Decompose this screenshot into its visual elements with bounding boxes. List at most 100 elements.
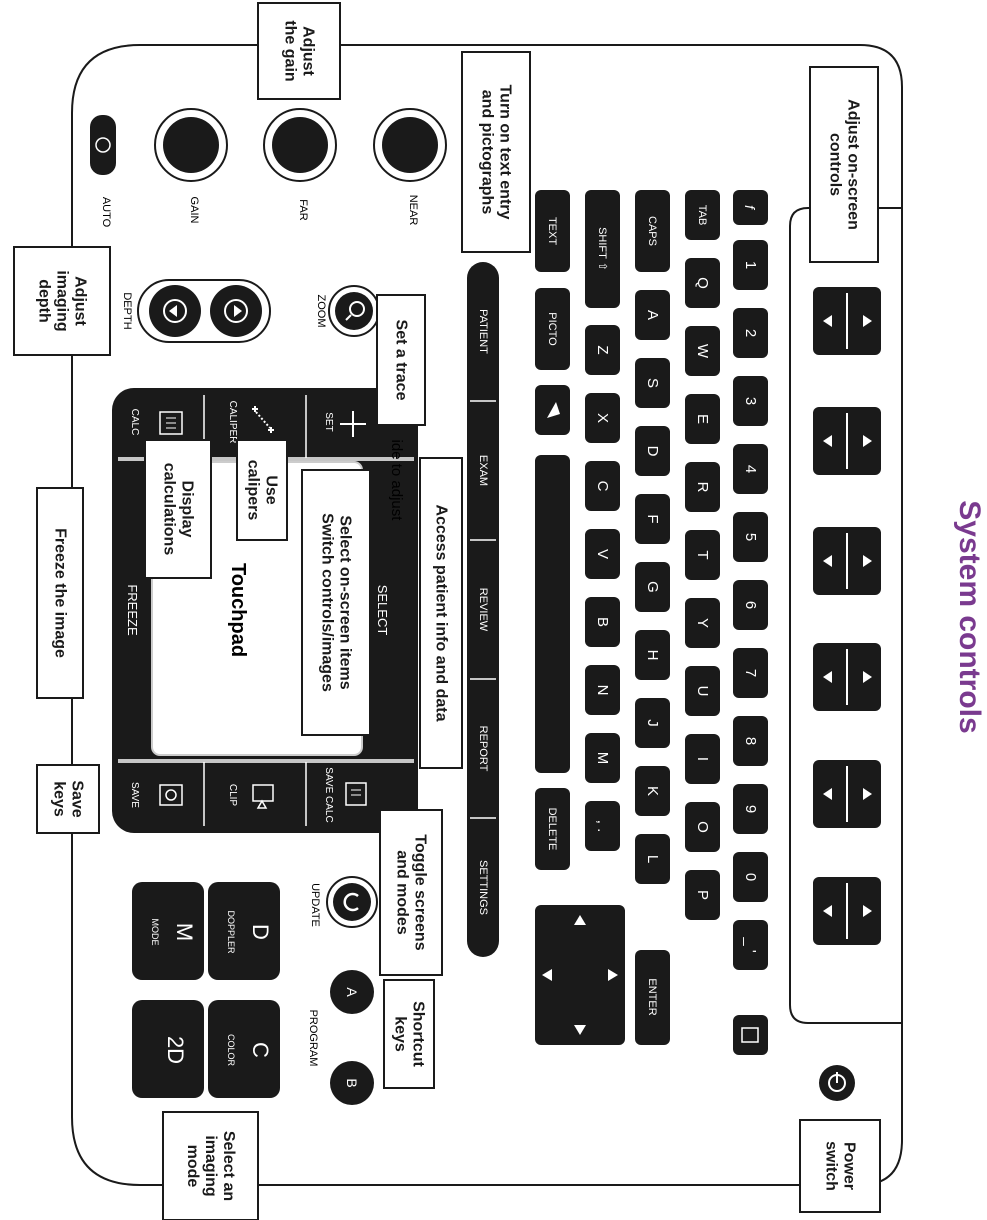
save-button[interactable] [159,784,183,806]
letter-key-4[interactable]: T [685,530,720,580]
save-calc-button[interactable] [345,782,367,806]
letter-key-3[interactable]: R [685,462,720,512]
number-key-10[interactable]: _ ' [733,920,768,970]
pointer-key[interactable] [535,385,570,435]
backspace-key[interactable] [733,1015,768,1055]
letter-key-7[interactable]: , . [585,801,620,851]
callout-line: keys [392,1016,409,1052]
letter-key-3[interactable]: V [585,529,620,579]
number-key-2[interactable]: 3 [733,376,768,426]
letter-key-0[interactable]: Q [685,258,720,308]
callout-line: imaging [202,1135,219,1196]
number-key-9[interactable]: 0 [733,852,768,902]
letter-key-4[interactable]: B [585,597,620,647]
letter-key-2[interactable]: E [685,394,720,444]
onscreen-arrow-pair-3[interactable] [813,527,881,595]
update-button[interactable] [326,876,378,928]
callout-text-entry: Turn on text entry and pictographsTurn o… [461,51,531,253]
letter-key-6[interactable]: J [635,698,670,748]
power-button[interactable] [819,1065,855,1101]
callout-line: Save [69,780,86,817]
number-key-1[interactable]: 2 [733,308,768,358]
clip-button[interactable] [252,784,274,809]
onscreen-arrow-pair-2[interactable] [813,407,881,475]
color-key-letter: C [248,1042,273,1058]
letter-key-6[interactable]: U [685,666,720,716]
onscreen-arrow-pair-5[interactable] [813,760,881,828]
onscreen-arrow-pair-1[interactable] [813,287,881,355]
letter-key-4[interactable]: G [635,562,670,612]
nav-key-patient[interactable]: PATIENT [477,309,489,354]
letter-key-5[interactable]: N [585,665,620,715]
onscreen-arrow-pair-4[interactable] [813,643,881,711]
enter-key[interactable]: ENTER [635,950,670,1045]
shift-key[interactable]: SHIFT ⇧ [585,190,620,308]
key-label: C [594,481,611,492]
set-button[interactable] [340,411,366,437]
letter-key-1[interactable]: W [685,326,720,376]
text-key[interactable]: TEXT [535,190,570,272]
tab-key[interactable]: TAB [685,190,720,240]
onscreen-arrow-pair-6[interactable] [813,877,881,945]
callout-patient: Access patient info and dataAccess patie… [419,457,463,769]
key-label: 1 [742,261,759,269]
caliper-button[interactable] [252,406,274,433]
nav-key-report[interactable]: REPORT [470,678,496,772]
callout-line: Switch controls/images [319,513,336,692]
direction-pad[interactable] [535,905,625,1045]
program-b-button[interactable] [330,1061,374,1105]
number-key-3[interactable]: 4 [733,444,768,494]
letter-key-7[interactable]: K [635,766,670,816]
tab-key-label: TAB [696,205,708,226]
zoom-button[interactable] [328,285,380,337]
callout-line: Set a trace [393,320,410,401]
m-mode-key[interactable]: M MODE [132,882,204,980]
calc-button[interactable] [159,411,183,435]
space-bar[interactable] [535,455,570,773]
twod-mode-key[interactable]: 2D [132,1000,204,1098]
letter-key-5[interactable]: H [635,630,670,680]
nav-key-settings[interactable]: SETTINGS [470,817,496,915]
letter-key-5[interactable]: Y [685,598,720,648]
callout-line: and pictographs [479,90,496,215]
callout-shortcut: Shortcut keysShortcutkeys [383,979,435,1089]
function-key[interactable]: f [733,190,768,225]
number-key-7[interactable]: 8 [733,716,768,766]
pointer-arrow-icon [547,402,560,418]
letter-key-0[interactable]: Z [585,325,620,375]
letter-key-8[interactable]: O [685,802,720,852]
picto-key[interactable]: PICTO [535,288,570,370]
letter-key-9[interactable]: P [685,870,720,920]
doppler-mode-key[interactable]: D DOPPLER [208,882,280,980]
caps-key[interactable]: CAPS [635,190,670,272]
number-key-4[interactable]: 5 [733,512,768,562]
color-mode-key[interactable]: C COLOR [208,1000,280,1098]
letter-key-1[interactable]: S [635,358,670,408]
nav-key-review[interactable]: REVIEW [470,539,496,632]
arrow-up-icon [574,915,586,925]
number-key-0[interactable]: 1 [733,240,768,290]
callout-save: Save keysSavekeys [36,764,100,834]
number-key-8[interactable]: 9 [733,784,768,834]
letter-key-3[interactable]: F [635,494,670,544]
letter-key-0[interactable]: A [635,290,670,340]
delete-key[interactable]: DELETE [535,788,570,870]
letter-key-6[interactable]: M [585,733,620,783]
letter-key-7[interactable]: I [685,734,720,784]
doppler-key-letter: D [248,924,273,940]
letter-key-2[interactable]: D [635,426,670,476]
depth-label: DEPTH [121,292,133,329]
letter-key-1[interactable]: X [585,393,620,443]
nav-key-exam[interactable]: EXAM [470,400,496,486]
auto-button[interactable] [90,115,116,175]
program-a-button[interactable] [330,970,374,1014]
number-key-5[interactable]: 6 [733,580,768,630]
letter-key-8[interactable]: L [635,834,670,884]
callout-freeze: Freeze the imageFreeze the image [36,487,84,699]
callout-line: Power [841,1142,858,1190]
callout-select: Select on-screen items Switch controls/i… [301,469,371,736]
number-key-6[interactable]: 7 [733,648,768,698]
letter-key-2[interactable]: C [585,461,620,511]
depth-rocker[interactable] [137,279,271,343]
